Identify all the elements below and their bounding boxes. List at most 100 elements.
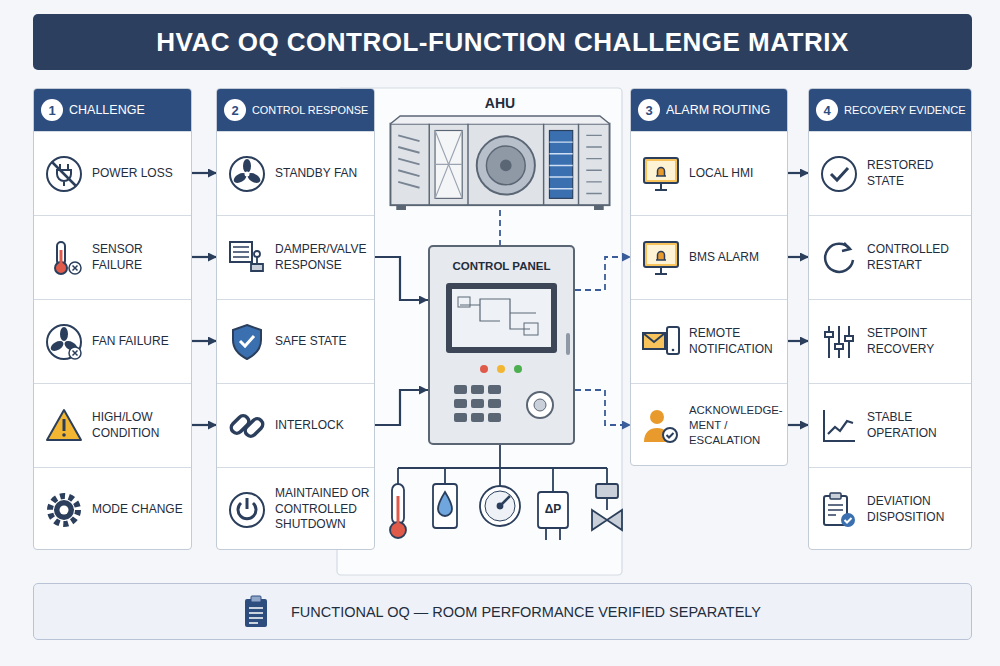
icon-part: [245, 599, 267, 627]
icon-part: [438, 492, 452, 516]
icon-part: [435, 131, 462, 199]
connector: [191, 256, 217, 258]
icon-part: [471, 399, 484, 408]
connector: [191, 424, 217, 426]
title-text: HVAC OQ CONTROL-FUNCTION CHALLENGE MATRI…: [156, 27, 849, 58]
icon-part: [656, 252, 666, 261]
row-icon: [227, 490, 267, 530]
icon-part: [454, 413, 467, 422]
icon-part: [586, 135, 602, 193]
row-icon: [819, 490, 859, 530]
icon-part: [396, 205, 406, 210]
connector: [575, 257, 631, 290]
row-label: ACKNOWLEDGE- MENT / ESCALATION: [689, 403, 783, 447]
column-panel: 2CONTROL RESPONSESTANDBY FANDAMPER/VALVE…: [216, 88, 375, 550]
row-icon: [819, 154, 859, 194]
icon-part: [842, 243, 850, 251]
panel-title: CONTROL RESPONSE: [252, 104, 374, 116]
panel-header: 3ALARM ROUTING: [631, 89, 787, 131]
icon-part: [49, 339, 65, 353]
row-label: POWER LOSS: [92, 166, 187, 182]
icon-part: [63, 419, 66, 431]
title-bar: HVAC OQ CONTROL-FUNCTION CHALLENGE MATRI…: [33, 14, 972, 70]
icon-part: [429, 124, 578, 205]
icon-part: [831, 168, 848, 180]
row-label: RESTORED STATE: [867, 158, 967, 189]
icon-part: [566, 333, 570, 355]
row-label: HIGH/LOW CONDITION: [92, 410, 187, 441]
icon-part: [830, 493, 841, 499]
control-panel: CONTROL PANEL: [428, 245, 575, 445]
icon-part: [594, 205, 604, 210]
icon-part: [390, 522, 406, 538]
icon-part: [524, 323, 538, 335]
icon-part: [471, 385, 484, 394]
row-icon: [641, 406, 681, 446]
row-icon: [819, 238, 859, 278]
icon-part: [485, 491, 515, 521]
matrix-row: DAMPER/VALVE RESPONSE: [217, 215, 374, 299]
row-label: DAMPER/VALVE RESPONSE: [275, 242, 370, 273]
icon-part: [841, 513, 855, 527]
callout-number: 2: [224, 99, 246, 121]
icon-part: [254, 251, 260, 257]
icon-part: [337, 88, 622, 575]
matrix-row: MODE CHANGE: [34, 467, 191, 551]
row-label: INTERLOCK: [275, 418, 370, 434]
row-label: MAINTAINED OR CONTROLLED SHUTDOWN: [275, 486, 370, 533]
icon-part: [825, 244, 853, 272]
icon-part: [488, 385, 501, 394]
icon-part: [824, 410, 855, 441]
panel-label: CONTROL PANEL: [428, 260, 575, 272]
row-label: LOCAL HMI: [689, 166, 783, 182]
row-label: FAN FAILURE: [92, 334, 187, 350]
icon-part: [233, 325, 261, 359]
icon-part: [60, 506, 69, 515]
matrix-row: LOCAL HMI: [631, 131, 787, 215]
ahu-illustration: [385, 115, 615, 210]
icon-part: [69, 262, 81, 274]
icon-part: [663, 428, 677, 442]
icon-part: [655, 183, 667, 190]
icon-part: [500, 160, 512, 172]
icon-part: [667, 433, 674, 438]
icon-part: [397, 496, 400, 524]
panel-title: RECOVERY EVIDENCE: [844, 104, 971, 116]
row-label: CONTROLLED RESTART: [867, 242, 967, 273]
icon-part: [643, 333, 665, 342]
row-icon: [819, 406, 859, 446]
matrix-row: ACKNOWLEDGE- MENT / ESCALATION: [631, 383, 787, 467]
matrix-row: MAINTAINED OR CONTROLLED SHUTDOWN: [217, 467, 374, 551]
icon-part: [538, 492, 568, 528]
icon-part: [390, 124, 609, 205]
icon-part: [398, 445, 607, 492]
icon-part: [398, 135, 419, 187]
icon-part: [644, 158, 678, 183]
icon-part: [245, 172, 250, 177]
icon-part: [429, 246, 574, 444]
icon-part: [435, 131, 462, 199]
icon-part: [845, 336, 853, 341]
callout-number: 4: [816, 99, 838, 121]
column-panel: 1CHALLENGEPOWER LOSSSENSOR FAILUREFAN FA…: [33, 88, 192, 550]
icon-part: [452, 289, 551, 347]
icon-part: [398, 445, 607, 492]
matrix-row: FAN FAILURE: [34, 299, 191, 383]
connector: [191, 172, 217, 174]
icon-part: [647, 245, 675, 264]
icon-part: [62, 433, 66, 437]
icon-part: [52, 162, 76, 186]
icon-part: [454, 399, 467, 408]
matrix-row: STABLE OPERATION: [809, 383, 971, 467]
icon-part: [60, 250, 63, 264]
footer-note: FUNCTIONAL OQ — ROOM PERFORMANCE VERIFIE…: [291, 604, 761, 620]
matrix-row: CONTROLLED RESTART: [809, 215, 971, 299]
row-icon: [44, 322, 84, 362]
row-icon: [44, 238, 84, 278]
icon-part: [47, 410, 81, 440]
footer-band: FUNCTIONAL OQ — ROOM PERFORMANCE VERIFIE…: [33, 583, 972, 640]
icon-part: [546, 528, 560, 540]
connector: [787, 424, 809, 426]
row-icon: [44, 406, 84, 446]
